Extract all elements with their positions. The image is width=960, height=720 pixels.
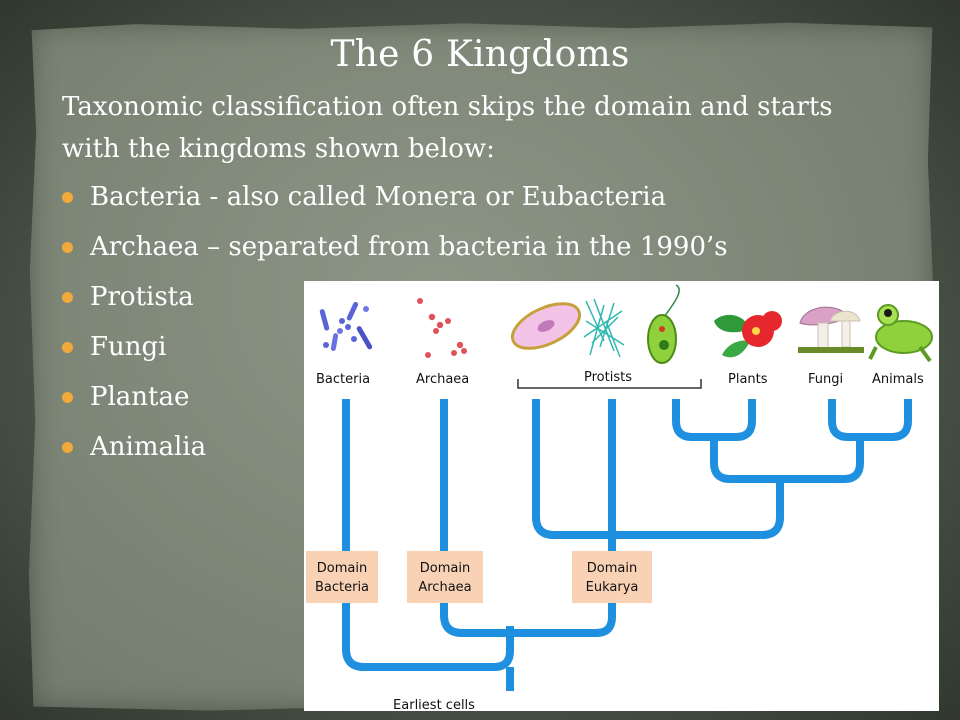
plant-icon bbox=[714, 311, 782, 358]
root-label: Earliest cells bbox=[393, 698, 475, 711]
bullet-icon bbox=[62, 342, 73, 353]
list-item-text: Animalia bbox=[90, 432, 207, 462]
bullet-icon bbox=[62, 242, 73, 253]
domain-label-line1: Domain bbox=[317, 561, 367, 576]
domain-box-bacteria: Domain Bacteria bbox=[306, 551, 378, 603]
bullet-icon bbox=[62, 442, 73, 453]
group-label-bacteria: Bacteria bbox=[316, 372, 370, 387]
list-item-text: Fungi bbox=[90, 332, 167, 362]
mushroom-icon bbox=[798, 306, 864, 353]
list-item: Protista bbox=[62, 276, 728, 326]
list-item-text: Bacteria - also called Monera or Eubacte… bbox=[90, 182, 667, 212]
group-label-archaea: Archaea bbox=[416, 372, 469, 387]
group-label-fungi: Fungi bbox=[808, 372, 843, 387]
bullet-icon bbox=[62, 192, 73, 203]
bacteria-icon bbox=[319, 301, 373, 351]
list-item-text: Archaea – separated from bacteria in the… bbox=[90, 232, 728, 262]
list-item: Plantae bbox=[62, 376, 728, 426]
tree-branches bbox=[342, 399, 912, 691]
list-item-text: Protista bbox=[90, 282, 194, 312]
list-item: Animalia bbox=[62, 426, 728, 476]
domain-label-line2: Bacteria bbox=[315, 580, 369, 595]
bullet-icon bbox=[62, 292, 73, 303]
domain-label-line1: Domain bbox=[420, 561, 470, 576]
domain-box-archaea: Domain Archaea bbox=[407, 551, 483, 603]
tree-diagram: Bacteria Archaea Protists Plants Fungi A… bbox=[306, 284, 933, 711]
domain-label-line2: Eukarya bbox=[586, 580, 639, 595]
list-item: Bacteria - also called Monera or Eubacte… bbox=[62, 176, 728, 226]
slide-intro: Taxonomic classification often skips the… bbox=[62, 92, 833, 164]
domain-box-eukarya: Domain Eukarya bbox=[572, 551, 652, 603]
list-item: Archaea – separated from bacteria in the… bbox=[62, 226, 728, 276]
archaea-icon bbox=[417, 298, 467, 358]
bullet-icon bbox=[62, 392, 73, 403]
paramecium-icon bbox=[510, 302, 582, 350]
list-item-text: Plantae bbox=[90, 382, 190, 412]
domain-label-line2: Archaea bbox=[418, 580, 471, 595]
slide-title: The 6 Kingdoms bbox=[330, 34, 630, 75]
list-item: Fungi bbox=[62, 326, 728, 376]
frog-icon bbox=[868, 304, 933, 363]
group-label-animals: Animals bbox=[872, 372, 924, 387]
algae-icon bbox=[583, 298, 625, 358]
kingdom-list: Bacteria - also called Monera or Eubacte… bbox=[62, 176, 728, 476]
group-label-protists: Protists bbox=[584, 370, 632, 385]
euglena-icon bbox=[647, 284, 680, 364]
protists-bracket bbox=[517, 379, 702, 389]
domain-label-line1: Domain bbox=[587, 561, 637, 576]
group-label-plants: Plants bbox=[728, 372, 768, 387]
phylogenetic-tree-figure: Bacteria Archaea Protists Plants Fungi A… bbox=[304, 281, 939, 711]
